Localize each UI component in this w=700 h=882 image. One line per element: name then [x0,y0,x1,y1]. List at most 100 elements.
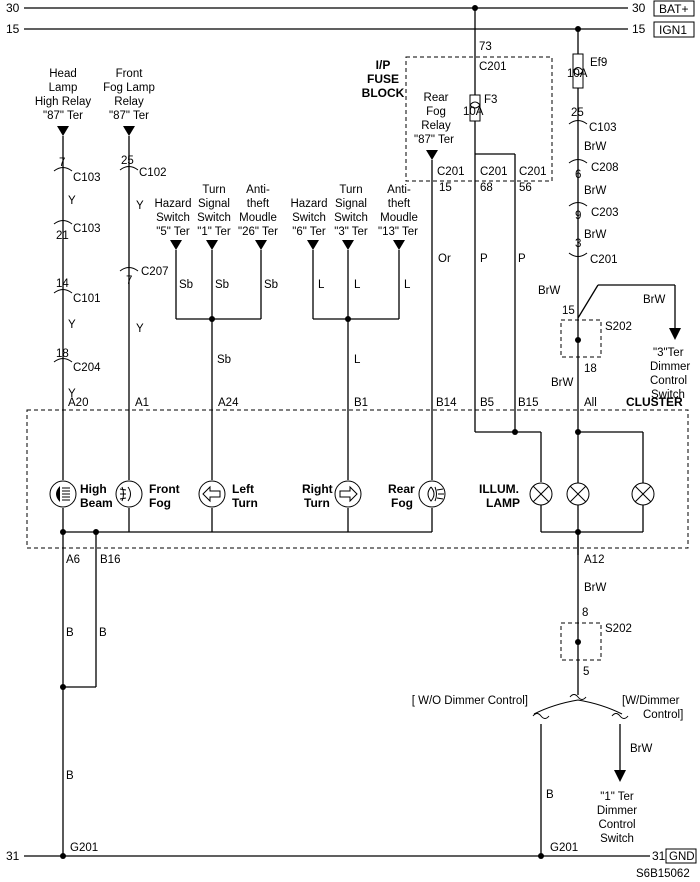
c204-pin: 18 [56,348,69,360]
bat-rail-num-left: 30 [6,1,20,15]
wire-l-2: L [354,279,361,291]
splice-s202-bottom [560,622,602,661]
rear-fog-indicator: Rear Fog [388,480,446,510]
s202-top-pin-in: 15 [562,305,575,317]
splice-s202-top [560,319,602,358]
right-turn-inputs: Hazard Switch "6" Ter Turn Signal Switch… [290,184,526,480]
option-w-dimmer-2: Control] [643,709,683,721]
turn-left-label-4: "1" Ter [197,226,231,238]
cluster-pin-b16: B16 [100,554,120,566]
fuse-block-title-3: BLOCK [362,86,405,100]
fuse-block-conn-2: C201 [480,166,508,178]
s202-top-pin-out: 18 [584,363,597,375]
gnd-rail-num-right: 31 [652,849,666,863]
head-lamp-label-2: Lamp [49,82,78,94]
wire-brw-1: BrW [584,141,607,153]
turn-left-label-2: Signal [198,198,230,210]
c102-pin: 25 [121,155,134,167]
dimmer-top-label-2: Dimmer [650,361,690,373]
front-fog-label-2: Fog Lamp [103,82,155,94]
illum-label-2: LAMP [486,496,520,510]
wire-y-2: Y [68,319,76,331]
dimmer-top-label-1: "3"Ter [653,347,684,359]
c207-pin: 7 [126,275,132,287]
hazard-left-label-1: Hazard [154,198,191,210]
wire-b-1: B [66,627,74,639]
wire-sb-4: Sb [217,354,231,366]
head-lamp-label-1: Head [49,68,77,80]
front-fog-indicator: Front Fog [115,480,180,510]
c102-label: C102 [139,167,167,179]
fuse-block-conn-1: C201 [437,166,465,178]
wire-p-2: P [518,253,526,265]
ign-rail: 15 15 IGN1 [6,21,695,38]
hazard-right-label-2: Switch [292,212,326,224]
option-wo-dimmer: [ W/O Dimmer Control] [412,695,528,707]
wire-brw-5: BrW [643,294,666,306]
wire-or: Or [438,253,451,265]
bat-rail-label: BAT+ [659,2,688,16]
ign-rail-num-right: 15 [632,22,646,36]
anti-right-label-2: theft [388,198,411,210]
turn-right-label-3: Switch [334,212,368,224]
high-beam-icon [56,486,60,502]
r-c103-label: C103 [589,122,617,134]
wire-brw-6: BrW [551,377,574,389]
r-c201-pin: 3 [575,238,581,250]
cluster-pin-a24: A24 [218,397,239,409]
c101-label: C101 [73,293,101,305]
r-c103-pin: 25 [571,107,584,119]
cluster-pin-all: All [584,397,597,409]
wire-l-4: L [354,354,361,366]
dimmer-top-label-4: Switch [651,389,685,401]
fuse-ef9-rating: 10A [567,68,588,80]
anti-right-label-4: "13" Ter [378,226,418,238]
wire-b-2: B [99,627,107,639]
left-turn-indicator: Left Turn [198,480,258,510]
ign-rail-label: IGN1 [659,23,687,37]
wire-y-4: Y [136,200,144,212]
fuse-block-title-2: FUSE [367,72,399,86]
wire-brw-8: BrW [630,743,653,755]
cluster-pin-b14: B14 [436,397,457,409]
anti-left-label-2: theft [247,198,270,210]
ip-fuse-block: I/P FUSE BLOCK 73 C201 F3 10A Rear Fog R… [362,5,553,480]
wire-sb-3: Sb [264,279,278,291]
fuse-f3-name: F3 [484,94,497,106]
anti-left-label-4: "26" Ter [238,226,278,238]
ign-rail-num-left: 15 [6,22,20,36]
wire-brw-2: BrW [584,185,607,197]
rear-fog-relay-label-3: Relay [421,120,451,132]
wire-p-1: P [480,253,488,265]
fuse-block-pin-1: 15 [439,182,452,194]
c103b-pin: 21 [56,230,69,242]
cluster-pin-a20: A20 [68,397,88,409]
right-turn-label-1: Right [302,482,333,496]
front-fog-circuit: Front Fog Lamp Relay "87" Ter 25 C102 Y … [103,68,169,480]
wire-b-4: B [546,789,554,801]
dimmer-bottom-label-4: Switch [600,833,634,845]
rear-fog-ind-label-1: Rear [388,482,415,496]
c204-label: C204 [73,362,101,374]
r-c201-label: C201 [590,254,618,266]
wire-l-1: L [318,279,325,291]
rear-fog-relay-label-1: Rear [424,92,449,104]
right-turn-label-2: Turn [304,496,330,510]
fuse-block-title-1: I/P [376,58,391,72]
head-lamp-label-4: "87" Ter [43,110,83,122]
turn-left-label-1: Turn [202,184,225,196]
head-lamp-circuit: Head Lamp High Relay "87" Ter 7 C103 Y C… [35,68,101,480]
c103a-pin: 7 [59,157,65,169]
high-beam-label-2: Beam [80,496,113,510]
turn-left-label-3: Switch [197,212,231,224]
dimmer-bottom-label-3: Control [598,819,635,831]
c101-pin: 14 [56,278,69,290]
bat-rail-num-right: 30 [632,1,646,15]
fuse-block-conn-top: C201 [479,61,507,73]
right-arrow-icon [339,485,358,503]
high-beam-label-1: High [80,482,107,496]
wire-l-3: L [404,279,411,291]
ground-label-left: G201 [70,842,98,854]
wire-sb-1: Sb [179,279,193,291]
anti-right-label-3: Moudle [380,212,418,224]
